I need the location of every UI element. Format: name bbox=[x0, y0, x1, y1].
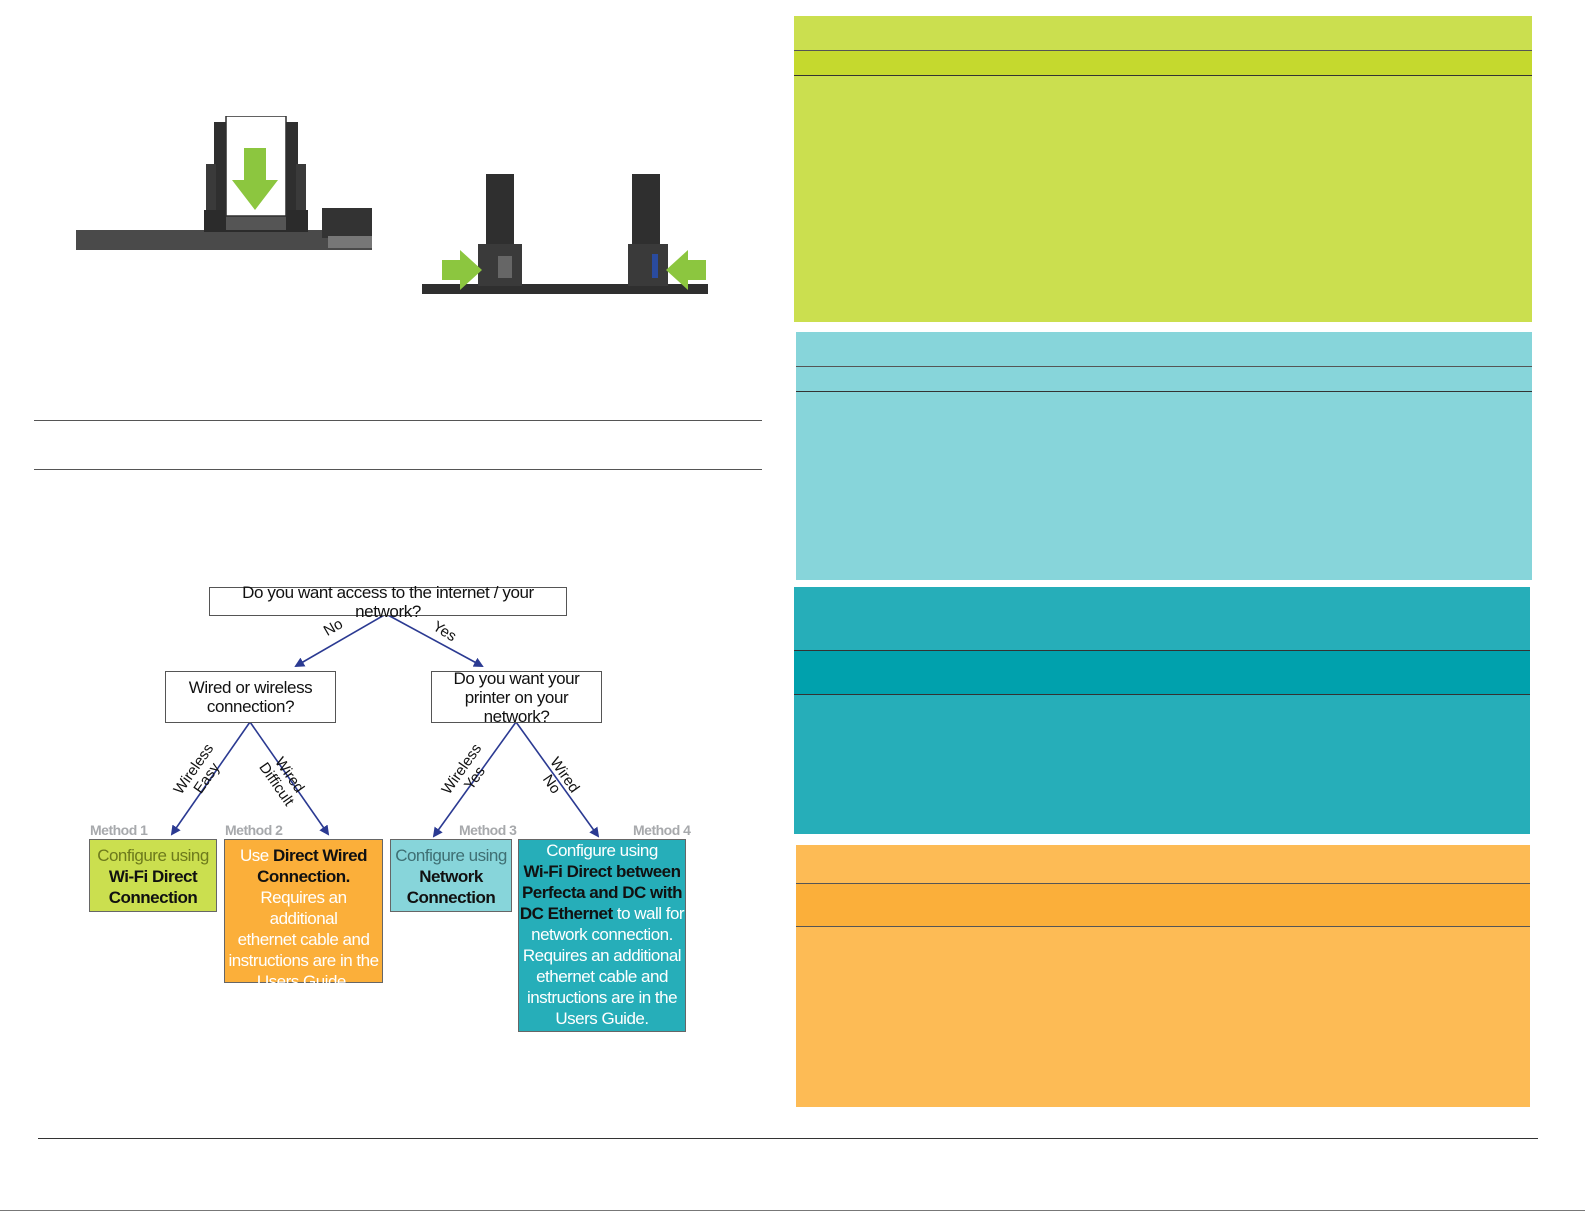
method-1-panel-header-band bbox=[794, 50, 1532, 76]
method-2-line4: ethernet cable and bbox=[237, 930, 370, 949]
method-4-line4: DC Ethernet to wall for bbox=[519, 904, 685, 923]
flowchart-connectors bbox=[170, 613, 600, 838]
method-1-line2: Wi-Fi Direct bbox=[108, 867, 198, 886]
method-3-line1: Configure using bbox=[395, 846, 507, 865]
method-4-line2: Wi-Fi Direct between bbox=[523, 862, 681, 881]
method-2-panel bbox=[796, 845, 1530, 1107]
method-2-box: Use Direct Wired Connection. Requires an… bbox=[224, 839, 383, 991]
question-printer-network-line2: printer on your network? bbox=[464, 687, 569, 726]
question-wired-wireless-line2: connection? bbox=[206, 697, 295, 716]
method-3-line2: Network bbox=[419, 867, 483, 886]
method-2-panel-header-band bbox=[796, 883, 1530, 927]
cartridge-insert-illustration bbox=[76, 116, 372, 250]
question-printer-on-network: Do you want your printer on your network… bbox=[431, 668, 602, 726]
right-arrow-icon bbox=[442, 250, 482, 290]
method-1-line3: Connection bbox=[108, 888, 198, 907]
method-2-line2: Connection. bbox=[257, 867, 350, 886]
method-1-label: Method 1 bbox=[90, 822, 148, 838]
method-4-label: Method 4 bbox=[633, 822, 691, 838]
method-4-line9: Users Guide. bbox=[555, 1009, 649, 1028]
method-4-line6: Requires an additional bbox=[522, 946, 682, 965]
method-4-line8: instructions are in the bbox=[526, 988, 678, 1007]
question-wired-wireless-line1: Wired or wireless bbox=[188, 678, 313, 697]
question-printer-network-line1: Do you want your bbox=[453, 668, 580, 688]
method-4-line1: Configure using bbox=[546, 841, 658, 860]
method-4-line5: network connection. bbox=[531, 925, 673, 944]
method-2-label: Method 2 bbox=[225, 822, 283, 838]
section-rule-bottom bbox=[34, 469, 762, 470]
question-internet-access: Do you want access to the internet / you… bbox=[209, 583, 567, 621]
method-4-box: Configure using Wi-Fi Direct between Per… bbox=[518, 839, 686, 1032]
down-arrow-icon bbox=[232, 148, 278, 210]
method-3-panel-header-band bbox=[796, 366, 1532, 392]
question-wired-wireless: Wired or wireless connection? bbox=[165, 671, 336, 723]
method-4-line3: Perfecta and DC with bbox=[521, 883, 683, 902]
method-4-panel-header-band bbox=[794, 650, 1530, 695]
method-2-line3: Requires an additional bbox=[260, 888, 347, 928]
method-3-label: Method 3 bbox=[459, 822, 517, 838]
method-1-panel bbox=[794, 16, 1532, 322]
method-3-box: Configure using Network Connection bbox=[390, 839, 512, 912]
cartridge-latch-illustration bbox=[422, 174, 708, 294]
method-1-line1: Configure using bbox=[97, 846, 209, 865]
section-rule-top bbox=[34, 420, 762, 421]
method-2-line5: instructions are in the bbox=[228, 951, 379, 970]
method-2-line1: Use Direct Wired bbox=[240, 846, 367, 865]
method-4-panel bbox=[794, 587, 1530, 834]
left-arrow-icon bbox=[666, 250, 706, 290]
method-1-box: Configure using Wi-Fi Direct Connection bbox=[89, 839, 217, 912]
method-4-line7: ethernet cable and bbox=[536, 967, 668, 986]
method-3-line3: Connection bbox=[406, 888, 496, 907]
method-2-line6: Users Guide. bbox=[256, 972, 351, 991]
footer-rule bbox=[38, 1138, 1538, 1139]
bottom-edge-rule bbox=[0, 1210, 1585, 1211]
question-internet-access-text: Do you want access to the internet / you… bbox=[242, 582, 534, 621]
method-3-panel bbox=[796, 332, 1532, 580]
